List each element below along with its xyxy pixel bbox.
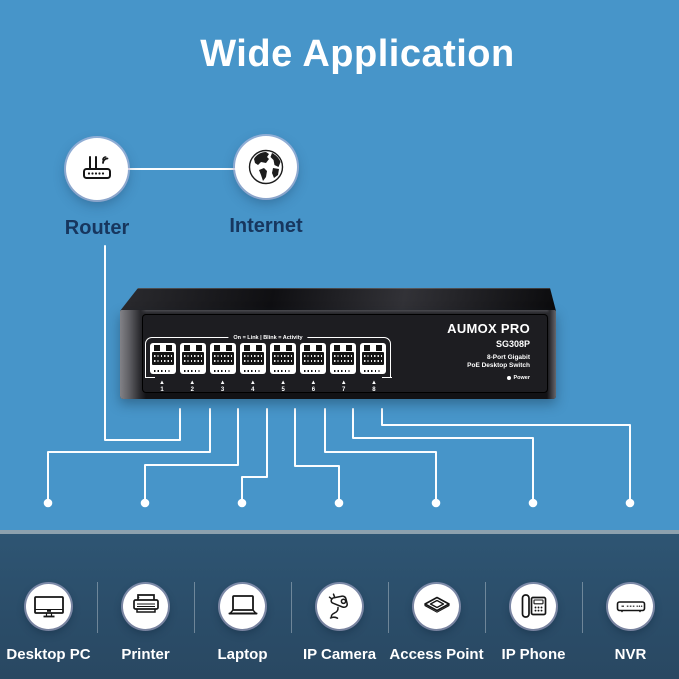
ip-camera-icon — [317, 584, 362, 629]
ports-bracket: On = Link | Blink = Activity — [144, 333, 392, 378]
rj45-port-1 — [150, 343, 176, 374]
device-divider — [582, 582, 583, 633]
port-number: 6 — [311, 387, 316, 393]
port-indicator-3: ▲3 — [210, 380, 236, 393]
switch-subtitle-line1: 8-Port Gigabit — [487, 354, 530, 361]
switch-faceplate: On = Link | Blink = Activity ▲1▲2▲3▲4▲5▲… — [142, 314, 548, 393]
wire-endpoint-dot — [140, 498, 150, 508]
port-number: 8 — [372, 387, 376, 393]
switch-branding: AUMOX PRO SG308P 8-Port Gigabit PoE Desk… — [447, 321, 530, 381]
port-indicator-5: ▲5 — [270, 380, 296, 393]
wire-endpoint-dot — [528, 498, 538, 508]
wire-switch-to-printer — [144, 408, 239, 500]
device-divider — [291, 582, 292, 633]
device-label-ip-phone: IP Phone — [501, 646, 566, 663]
wire-switch-to-access-point — [324, 408, 437, 500]
switch-top-face — [120, 288, 556, 311]
ip-phone-icon — [511, 584, 556, 629]
wire-switch-to-desktop-pc — [47, 408, 211, 500]
devices-row: Desktop PC Printer Laptop IP Camera Access P… — [0, 584, 679, 663]
port-indicator-1: ▲1 — [149, 380, 175, 393]
ports-row — [150, 343, 386, 374]
wire-switch-to-ip-phone — [352, 408, 534, 500]
device-access-point: Access Point — [388, 584, 485, 663]
power-indicator: Power — [447, 375, 530, 381]
power-led-icon — [506, 375, 511, 380]
rj45-port-6 — [300, 343, 326, 374]
nvr-icon — [608, 584, 653, 629]
node-router: Router — [64, 138, 130, 240]
wire-switch-to-nvr — [381, 408, 631, 500]
port-indicator-7: ▲7 — [331, 380, 357, 393]
rj45-port-8 — [360, 343, 386, 374]
device-label-access-point: Access Point — [389, 646, 484, 663]
network-switch: On = Link | Blink = Activity ▲1▲2▲3▲4▲5▲… — [120, 288, 556, 399]
port-number: 5 — [281, 387, 285, 393]
device-ip-phone: IP Phone — [485, 584, 582, 663]
device-divider — [194, 582, 195, 633]
device-label-nvr: NVR — [614, 646, 647, 663]
up-arrow-icon: ▲ — [159, 380, 165, 386]
port-indicator-6: ▲6 — [300, 380, 326, 393]
up-arrow-icon: ▲ — [280, 380, 287, 386]
device-ip-camera: IP Camera — [291, 584, 388, 663]
power-label: Power — [513, 374, 530, 381]
device-laptop: Laptop — [194, 584, 291, 663]
router-icon — [66, 138, 128, 200]
ports-legend: On = Link | Blink = Activity — [228, 333, 308, 342]
desktop-pc-icon — [26, 584, 71, 629]
port-indicator-8: ▲8 — [361, 380, 387, 393]
device-label-printer: Printer — [121, 646, 170, 663]
up-arrow-icon: ▲ — [189, 380, 196, 386]
switch-front-face: On = Link | Blink = Activity ▲1▲2▲3▲4▲5▲… — [120, 310, 556, 399]
wire-endpoint-dot — [237, 498, 247, 508]
rj45-port-7 — [330, 343, 356, 374]
device-nvr: NVR — [582, 584, 679, 663]
port-number: 4 — [251, 387, 255, 393]
laptop-icon — [220, 584, 265, 629]
globe-icon — [235, 136, 297, 198]
rj45-port-3 — [210, 343, 236, 374]
device-label-ip-camera: IP Camera — [302, 646, 377, 663]
printer-icon — [123, 584, 168, 629]
device-label-desktop-pc: Desktop PC — [6, 646, 91, 663]
up-arrow-icon: ▲ — [370, 380, 377, 386]
wire-router-to-switch — [104, 245, 181, 441]
port-indicator-4: ▲4 — [240, 380, 266, 393]
port-number: 7 — [342, 387, 346, 393]
up-arrow-icon: ▲ — [340, 380, 347, 386]
node-internet: Internet — [229, 136, 303, 238]
page-title: Wide Application — [200, 33, 515, 75]
internet-label: Internet — [229, 215, 303, 237]
rj45-port-5 — [270, 343, 296, 374]
access-point-icon — [414, 584, 459, 629]
port-indicator-2: ▲2 — [179, 380, 205, 393]
router-label: Router — [64, 217, 130, 239]
switch-subtitle-line2: PoE Desktop Switch — [467, 361, 530, 369]
port-number: 2 — [190, 387, 194, 393]
wire-endpoint-dot — [431, 498, 441, 508]
wire-endpoint-dot — [43, 498, 53, 508]
wire-endpoint-dot — [625, 498, 635, 508]
wire-switch-to-ip-camera — [294, 408, 340, 500]
up-arrow-icon: ▲ — [249, 380, 256, 386]
wire-switch-to-laptop — [241, 408, 268, 500]
rj45-port-2 — [180, 343, 206, 374]
port-arrows-row: ▲1▲2▲3▲4▲5▲6▲7▲8 — [149, 380, 387, 393]
model-number: SG308P — [495, 339, 530, 349]
port-number: 3 — [220, 387, 225, 393]
device-divider — [97, 582, 98, 633]
wire-endpoint-dot — [334, 498, 344, 508]
up-arrow-icon: ▲ — [310, 380, 317, 386]
device-desktop-pc: Desktop PC — [0, 584, 97, 663]
device-divider — [388, 582, 389, 633]
device-label-laptop: Laptop — [217, 646, 268, 663]
port-number: 1 — [160, 387, 164, 393]
up-arrow-icon: ▲ — [219, 380, 226, 386]
brand-name: AUMOX PRO — [447, 321, 530, 336]
device-printer: Printer — [97, 584, 194, 663]
device-divider — [485, 582, 486, 633]
rj45-port-4 — [240, 343, 266, 374]
